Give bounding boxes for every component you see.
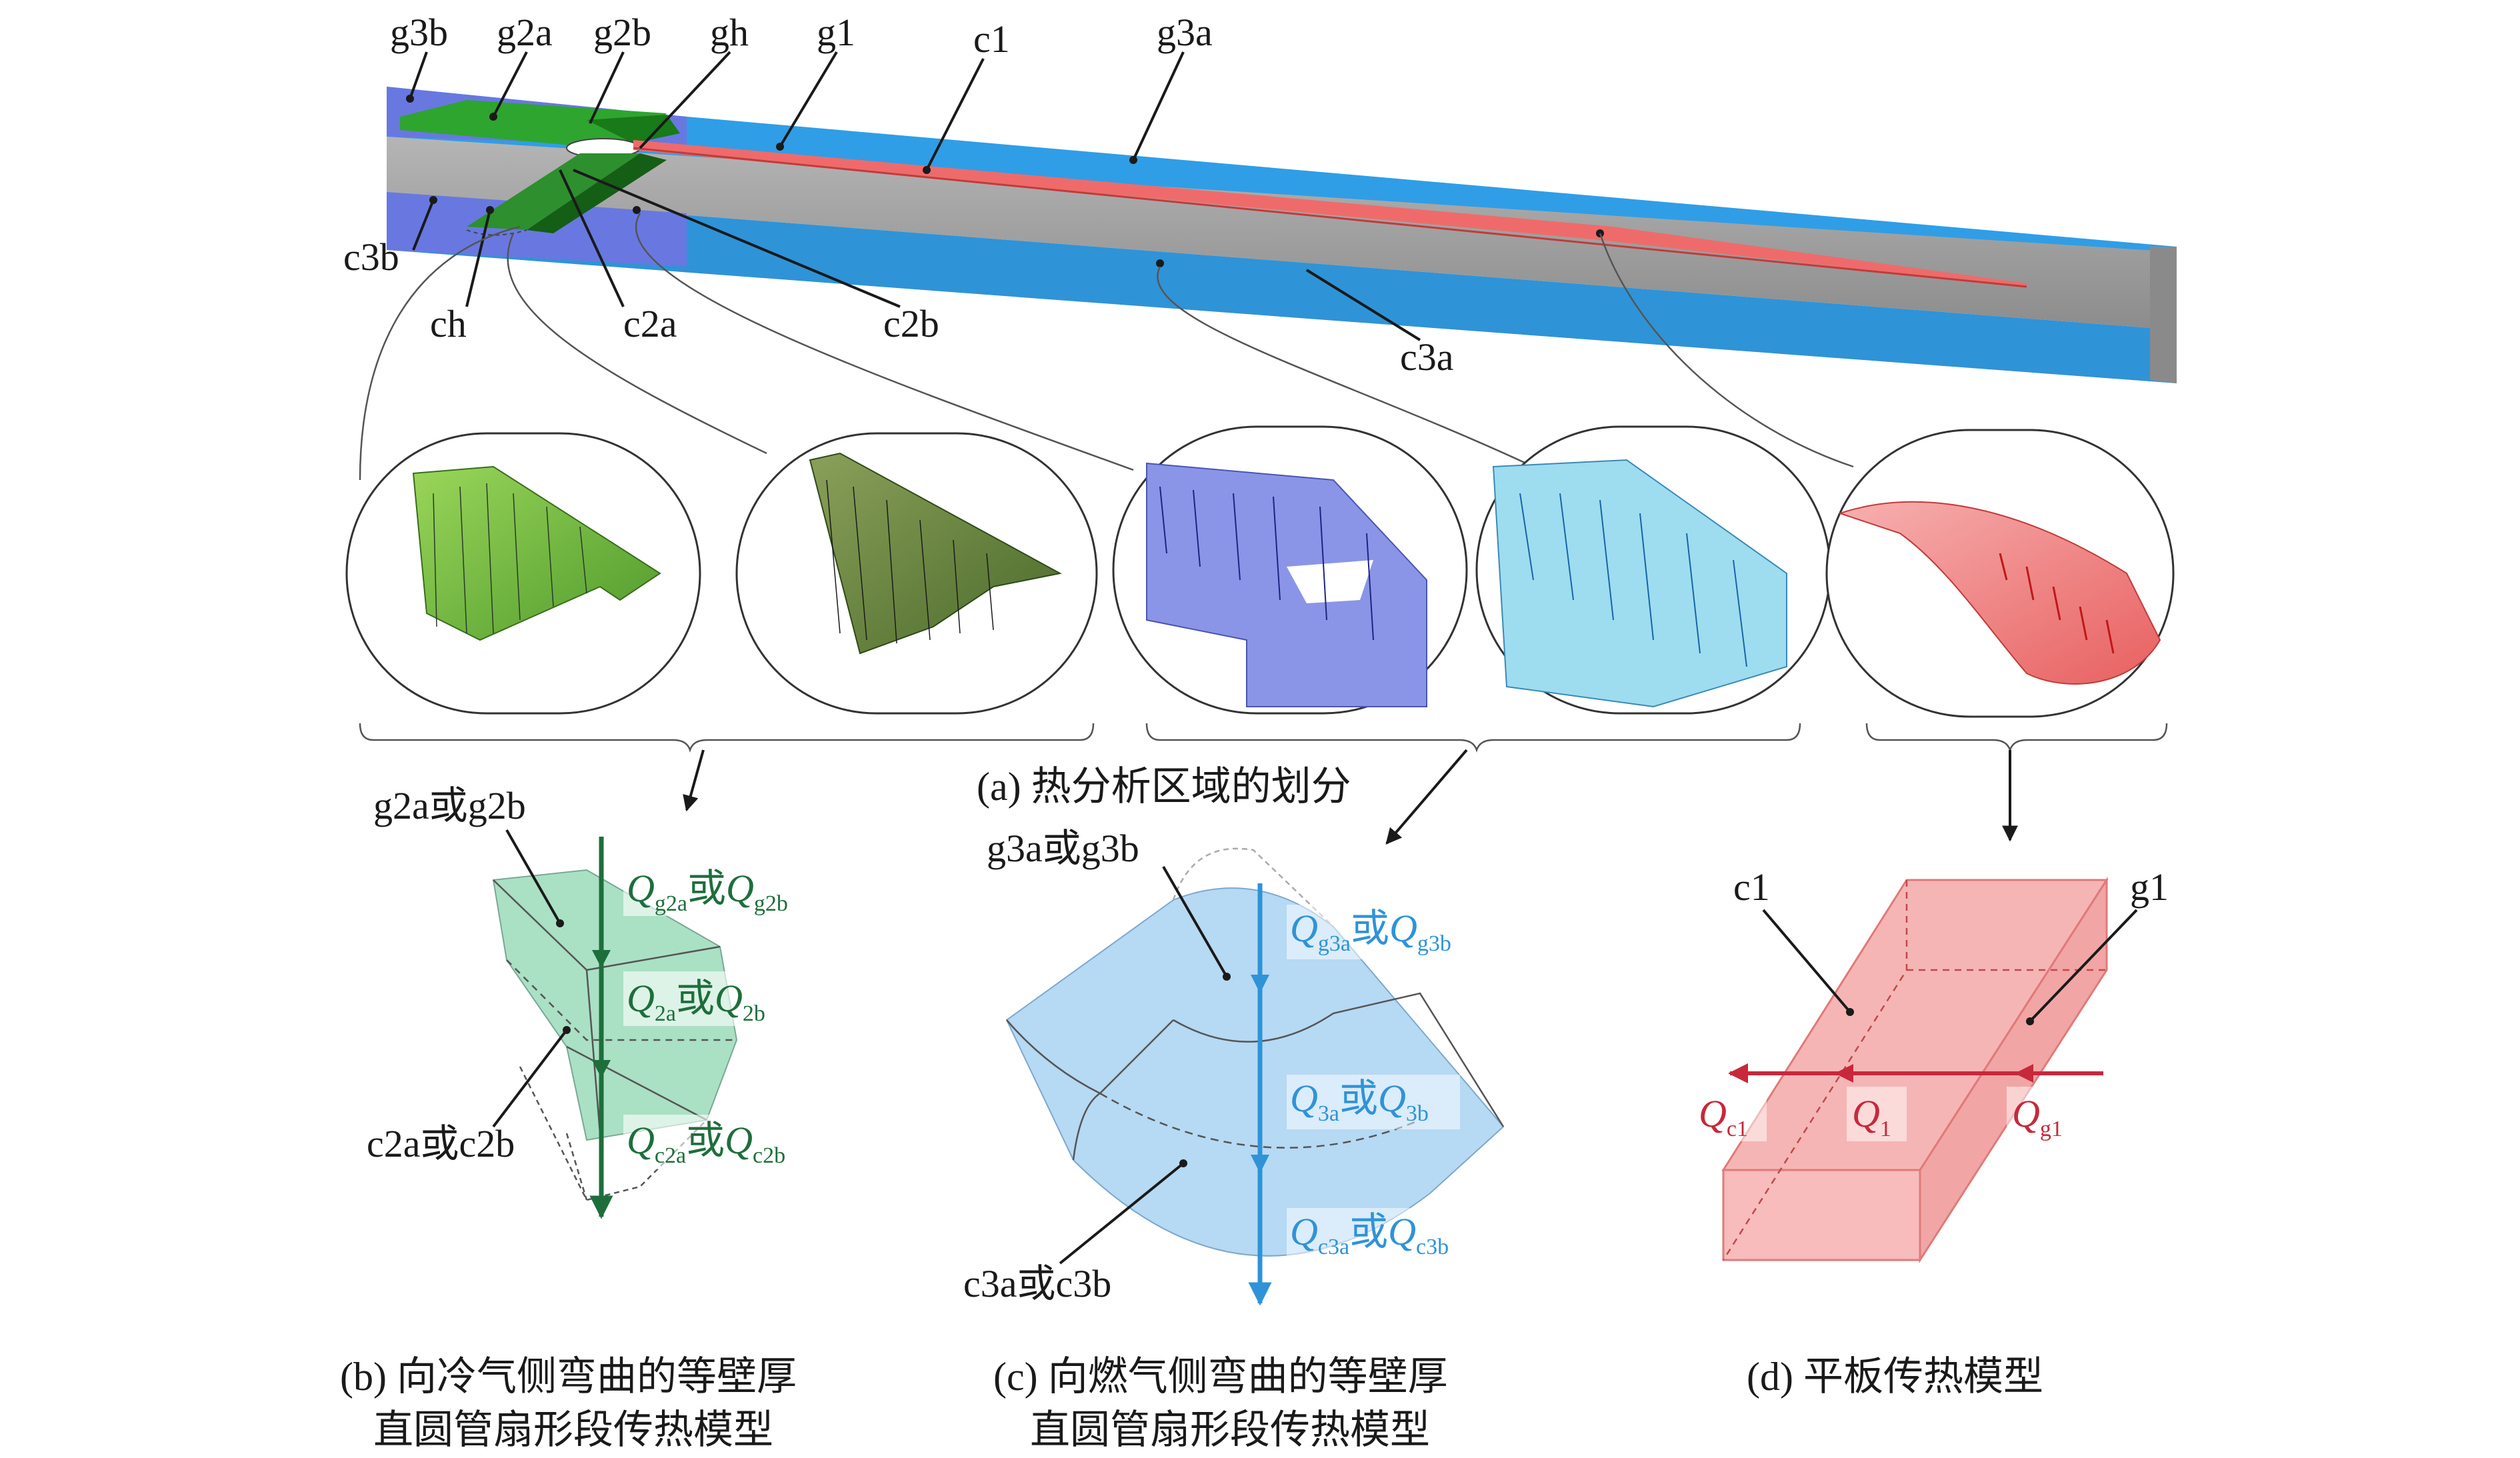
region-g2a [400, 100, 667, 147]
label-c2a: c2a [623, 302, 677, 345]
panel-b: g2a或g2b c2a或c2b Qg2a或Qg2b Q2a或Q2b Qc2a或Q… [367, 784, 823, 1219]
region-g1 [633, 140, 2027, 288]
svg-text:Q2a或Q2b: Q2a或Q2b [627, 977, 765, 1026]
bar-end-cap [2150, 247, 2177, 383]
panel-d-q1: Q1 [1847, 1087, 1907, 1141]
detail-capsule-2 [735, 432, 1098, 715]
svg-text:Qc3a或Qc3b: Qc3a或Qc3b [1290, 1210, 1449, 1259]
svg-text:Q3a或Q3b: Q3a或Q3b [1290, 1077, 1429, 1126]
label-g2b: g2b [593, 11, 651, 54]
region-c2b [527, 153, 667, 233]
panel-c-q2: Q3a或Q3b [1287, 1075, 1460, 1129]
svg-text:Qg2a或Qg2b: Qg2a或Qg2b [627, 867, 788, 916]
label-ch: ch [430, 302, 467, 345]
detail-capsule-4 [1475, 425, 1831, 715]
svg-text:Qc2a或Qc2b: Qc2a或Qc2b [627, 1119, 785, 1168]
panel-b-q2: Q2a或Q2b [623, 971, 797, 1026]
detail-capsule-3 [1112, 425, 1468, 715]
panel-c-q3: Qc3a或Qc3b [1287, 1208, 1487, 1263]
panel-d-slab [1721, 876, 2109, 1264]
panel-d-label-g1: g1 [2130, 865, 2169, 909]
svg-text:Qc1: Qc1 [1699, 1092, 1748, 1141]
panel-c-top-label: g3a或g3b [987, 827, 1139, 870]
caption-c-line2: 直圆管扇形段传热模型 [1030, 1408, 1430, 1452]
region-g2b [587, 115, 680, 143]
panel-d-qg1: Qg1 [2007, 1087, 2080, 1141]
svg-text:Qg3a或Qg3b: Qg3a或Qg3b [1290, 907, 1451, 956]
caption-d: (d) 平板传热模型 [1747, 1355, 2043, 1399]
braces [359, 723, 2168, 845]
panel-c-bottom-label: c3a或c3b [963, 1262, 1111, 1305]
connectors [359, 213, 1854, 481]
panel-c-q1: Qg3a或Qg3b [1287, 905, 1487, 959]
label-c1: c1 [973, 17, 1010, 61]
label-g1: g1 [817, 11, 855, 54]
region-ch [466, 229, 527, 236]
label-g2a: g2a [497, 11, 553, 54]
label-g3b: g3b [390, 11, 448, 54]
bar-model [387, 87, 2177, 383]
bar-labels: g3b g2a g2b gh g1 c1 g3a c3b ch c2a c2b … [343, 11, 1604, 379]
panel-d-label-c1: c1 [1733, 865, 1770, 909]
panel-b-q3: Qc2a或Qc2b [623, 1115, 823, 1169]
svg-text:Qg1: Qg1 [2012, 1092, 2063, 1141]
panel-b-q1: Qg2a或Qg2b [623, 861, 823, 916]
label-g3a: g3a [1157, 11, 1213, 54]
label-c2b: c2b [883, 302, 939, 345]
caption-a: (a) 热分析区域的划分 [977, 765, 1351, 809]
detail-capsule-5 [1825, 429, 2175, 718]
panel-b-bottom-label: c2a或c2b [367, 1122, 515, 1165]
caption-b-line2: 直圆管扇形段传热模型 [373, 1408, 773, 1452]
bar-grey-slab [387, 137, 2177, 330]
panel-d: c1 g1 Qc1 Q1 Qg1 [1693, 865, 2169, 1264]
panel-b-top-label: g2a或g2b [373, 784, 526, 827]
label-c3b: c3b [343, 235, 399, 279]
svg-text:Q1: Q1 [1852, 1092, 1891, 1141]
c1-edge [633, 147, 2027, 288]
panel-d-qc1: Qc1 [1693, 1087, 1767, 1141]
detail-capsule-1 [345, 432, 701, 715]
caption-c-line1: (c) 向燃气侧弯曲的等壁厚 [993, 1355, 1448, 1399]
caption-b-line1: (b) 向冷气侧弯曲的等壁厚 [340, 1355, 797, 1399]
bar-bottom-face [387, 192, 2177, 383]
label-c3a: c3a [1400, 335, 1454, 379]
label-gh: gh [710, 11, 749, 54]
bar-top-face [387, 87, 2177, 252]
region-c2a [467, 153, 640, 230]
panel-c: g3a或g3b c3a或c3b Qg3a或Qg3b Q3a或Q3b Qc3a或Q… [963, 827, 1505, 1306]
